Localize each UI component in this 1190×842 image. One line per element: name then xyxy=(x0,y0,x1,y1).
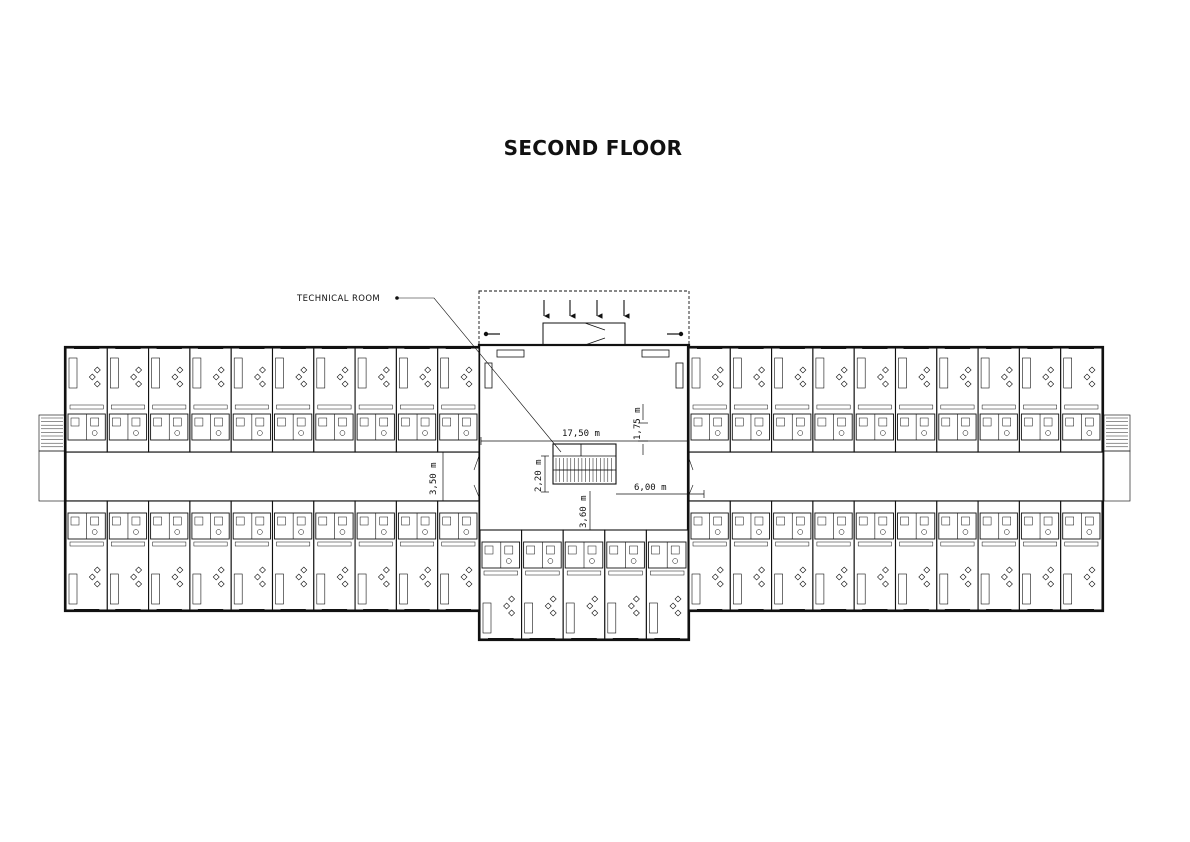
left-north-room xyxy=(230,347,274,453)
left-south-room xyxy=(313,500,356,611)
left-north-room xyxy=(395,347,439,453)
dim-upper-offset: 1,75 m xyxy=(633,407,643,440)
right-north-room xyxy=(688,347,731,453)
east-escape-stair xyxy=(1103,414,1131,502)
left-north-room xyxy=(65,347,108,453)
right-north-room xyxy=(894,347,938,453)
right-north-room xyxy=(936,347,979,453)
left-south-rooms xyxy=(65,500,480,611)
left-south-room xyxy=(437,500,480,611)
left-south-room xyxy=(65,500,108,611)
right-south-room xyxy=(894,500,938,611)
right-south-room xyxy=(977,500,1020,611)
dim-hall-width: 6,00 m xyxy=(634,483,667,493)
corridor-door-swings xyxy=(473,455,694,498)
right-south-rooms xyxy=(688,500,1103,611)
side-door-markers xyxy=(483,331,684,337)
central-staircase xyxy=(552,443,617,485)
south-wing-room xyxy=(645,529,689,640)
left-south-room xyxy=(189,500,232,611)
west-escape-stair xyxy=(38,414,66,502)
corridors xyxy=(65,451,1104,502)
technical-room-leader: TECHNICAL ROOM xyxy=(296,294,562,453)
left-south-room xyxy=(271,500,315,611)
right-south-room xyxy=(853,500,897,611)
left-north-rooms xyxy=(65,347,480,453)
right-north-room xyxy=(1060,347,1103,453)
right-south-room xyxy=(771,500,814,611)
left-south-room xyxy=(395,500,439,611)
left-north-room xyxy=(354,347,397,453)
left-north-room xyxy=(106,347,150,453)
dim-stair-depth: 2,20 m xyxy=(534,459,544,492)
right-south-room xyxy=(936,500,979,611)
right-north-room xyxy=(812,347,855,453)
entrance-canopy xyxy=(478,290,690,346)
left-north-room xyxy=(313,347,356,453)
left-south-room xyxy=(106,500,150,611)
dim-central-width: 17,50 m xyxy=(562,429,600,439)
right-south-room xyxy=(729,500,773,611)
south-wing-room xyxy=(604,529,647,640)
south-wing-room xyxy=(521,529,564,640)
right-south-room xyxy=(812,500,855,611)
dim-corridor-width: 3,50 m xyxy=(429,462,439,495)
right-south-room xyxy=(1060,500,1103,611)
right-south-room xyxy=(688,500,731,611)
dim-lower-offset: 3,60 m xyxy=(579,495,589,528)
hall-furniture xyxy=(484,349,684,389)
right-north-room xyxy=(977,347,1020,453)
right-south-room xyxy=(1018,500,1062,611)
left-south-room xyxy=(148,500,191,611)
south-wing-room xyxy=(479,529,523,640)
right-north-room xyxy=(853,347,897,453)
plan-title: SECOND FLOOR xyxy=(503,136,683,160)
left-north-room xyxy=(437,347,480,453)
right-north-room xyxy=(771,347,814,453)
technical-room-label: TECHNICAL ROOM xyxy=(296,294,380,304)
left-south-room xyxy=(230,500,274,611)
right-north-room xyxy=(729,347,773,453)
left-north-room xyxy=(148,347,191,453)
south-wing-rooms xyxy=(479,529,689,640)
left-north-room xyxy=(189,347,232,453)
right-north-room xyxy=(1018,347,1062,453)
entry-arrows xyxy=(543,300,630,319)
left-south-room xyxy=(354,500,397,611)
south-wing-room xyxy=(562,529,606,640)
left-north-room xyxy=(271,347,315,453)
right-north-rooms xyxy=(688,347,1103,453)
